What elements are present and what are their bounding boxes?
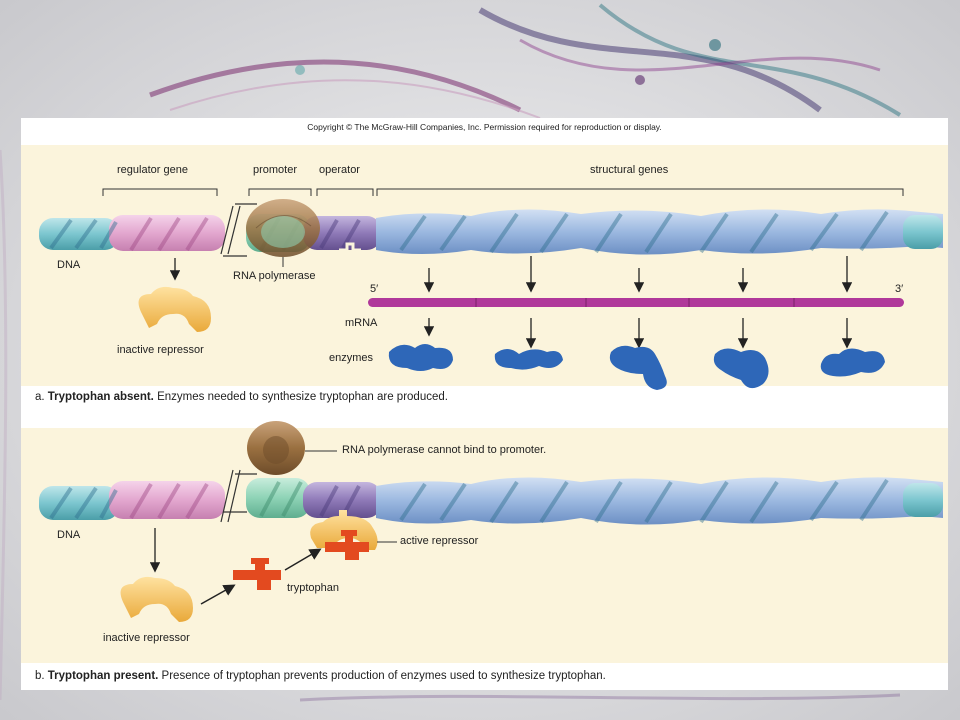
label-dna-b: DNA [57,529,81,541]
copyright-notice: Copyright © The McGraw-Hill Companies, I… [307,122,662,132]
figure-card: Copyright © The McGraw-Hill Companies, I… [21,118,948,690]
active-repressor-shape [310,510,397,560]
dna-break-marks-a [220,203,257,257]
label-5-prime: 5′ [370,283,379,295]
binding-arrows [200,548,322,605]
label-inactive-repressor-b: inactive repressor [103,632,190,644]
label-operator: operator [319,164,360,176]
dna-strand-b [39,477,943,525]
enzymes [388,344,885,390]
dna-strand-a [39,209,943,255]
transcription-arrows [423,256,853,293]
label-rna-polymerase: RNA polymerase [233,270,316,282]
label-enzymes: enzymes [329,352,374,364]
inactive-repressor-b-shape [120,576,193,622]
label-mrna: mRNA [345,317,378,329]
gene-region-brackets [102,188,904,196]
mrna-strand [368,298,904,307]
tryptophan-molecule [233,558,281,590]
translation-arrows [423,318,853,349]
label-inactive-repressor-a: inactive repressor [117,344,204,356]
label-rna-polymerase-note: RNA polymerase cannot bind to promoter. [342,444,547,456]
label-promoter: promoter [253,164,298,176]
rna-polymerase-bound [246,199,320,267]
dna-break-marks-b [220,469,257,523]
label-tryptophan: tryptophan [287,582,339,594]
label-structural-genes: structural genes [590,164,669,176]
label-regulator-gene: regulator gene [117,164,188,176]
operon-diagram [21,145,948,663]
caption-a: a. Tryptophan absent. Enzymes needed to … [35,391,448,403]
label-dna-a: DNA [57,259,81,271]
inactive-repressor-a-shape [138,286,211,332]
rna-polymerase-free [247,421,337,475]
caption-b: b. Tryptophan present. Presence of trypt… [35,670,606,682]
panel-b-background [21,428,948,663]
label-3-prime: 3′ [895,283,904,295]
label-active-repressor: active repressor [400,535,479,547]
